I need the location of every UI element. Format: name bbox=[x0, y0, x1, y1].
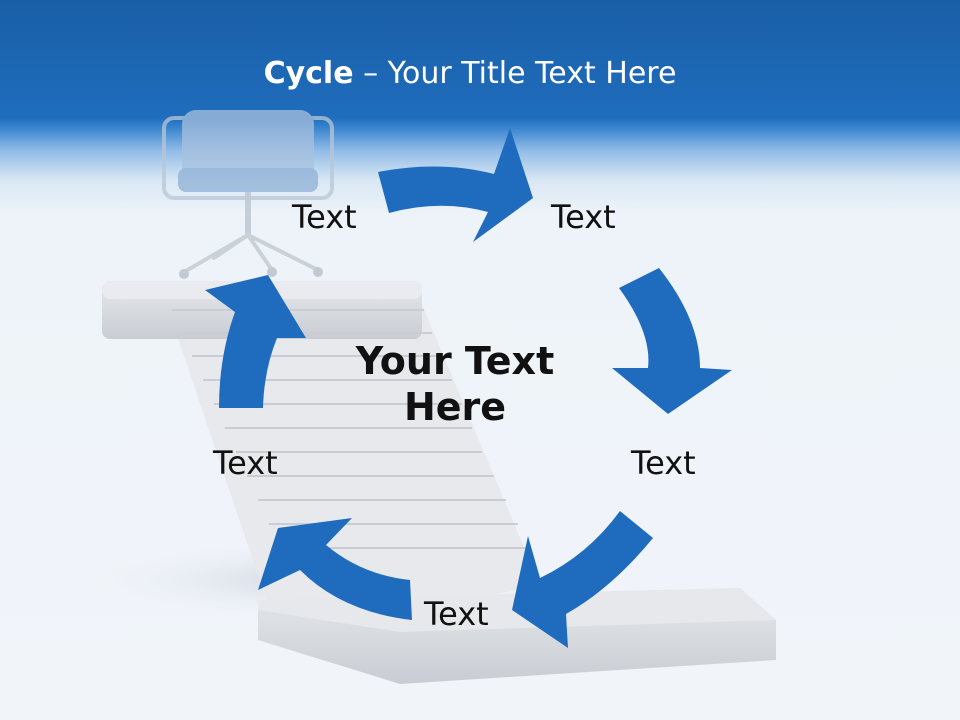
arrow-bottom bbox=[258, 518, 412, 620]
cycle-arrows bbox=[205, 128, 732, 648]
center-text-line-1: Your Text bbox=[355, 339, 555, 383]
arrow-right bbox=[612, 268, 732, 414]
office-chair-icon bbox=[162, 110, 334, 279]
cycle-label-2: Text bbox=[551, 198, 616, 236]
title-rest: – Your Title Text Here bbox=[353, 56, 677, 91]
center-text-line-2: Here bbox=[403, 385, 507, 429]
cycle-label-4: Text bbox=[424, 595, 489, 633]
cycle-label-1: Text bbox=[292, 198, 357, 236]
arrow-left bbox=[205, 275, 306, 408]
cycle-label-3: Text bbox=[631, 444, 696, 482]
slide-title: Cycle – Your Title Text Here bbox=[0, 56, 940, 91]
arrow-lower-right bbox=[512, 511, 653, 648]
center-text: Your Text Here bbox=[330, 338, 580, 430]
cycle-label-5: Text bbox=[213, 444, 278, 482]
title-bold: Cycle bbox=[263, 56, 354, 91]
arrow-top bbox=[378, 128, 533, 242]
